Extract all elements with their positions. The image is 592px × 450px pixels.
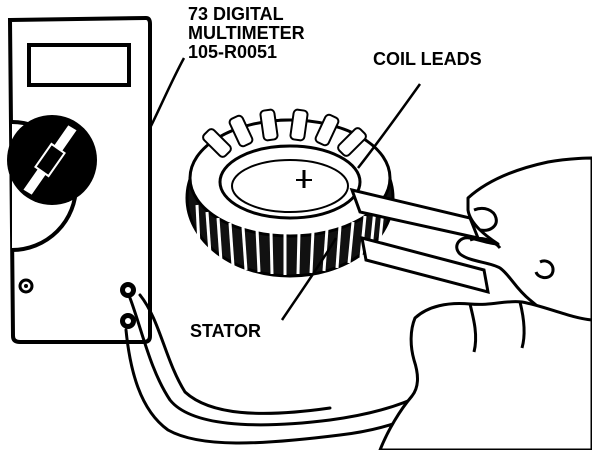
technician-hands [378, 156, 592, 450]
multimeter-label: 73 DIGITAL MULTIMETER 105-R0051 [188, 5, 305, 62]
meter-display [27, 43, 131, 87]
callout-line-stator [280, 237, 338, 321]
stator-label: STATOR [190, 321, 261, 341]
multimeter-label-line3: 105-R0051 [188, 42, 278, 62]
multimeter-label-line2: MULTIMETER [188, 23, 305, 43]
digital-multimeter [7, 15, 152, 344]
callout-lines [148, 57, 422, 321]
coil-leads-label: COIL LEADS [373, 49, 482, 69]
rotary-selector-dial [7, 115, 97, 252]
stator [185, 108, 395, 278]
multimeter-label-line1: 73 DIGITAL [188, 4, 284, 24]
callout-line-meter [148, 57, 186, 129]
callout-line-coil-leads [357, 83, 422, 169]
